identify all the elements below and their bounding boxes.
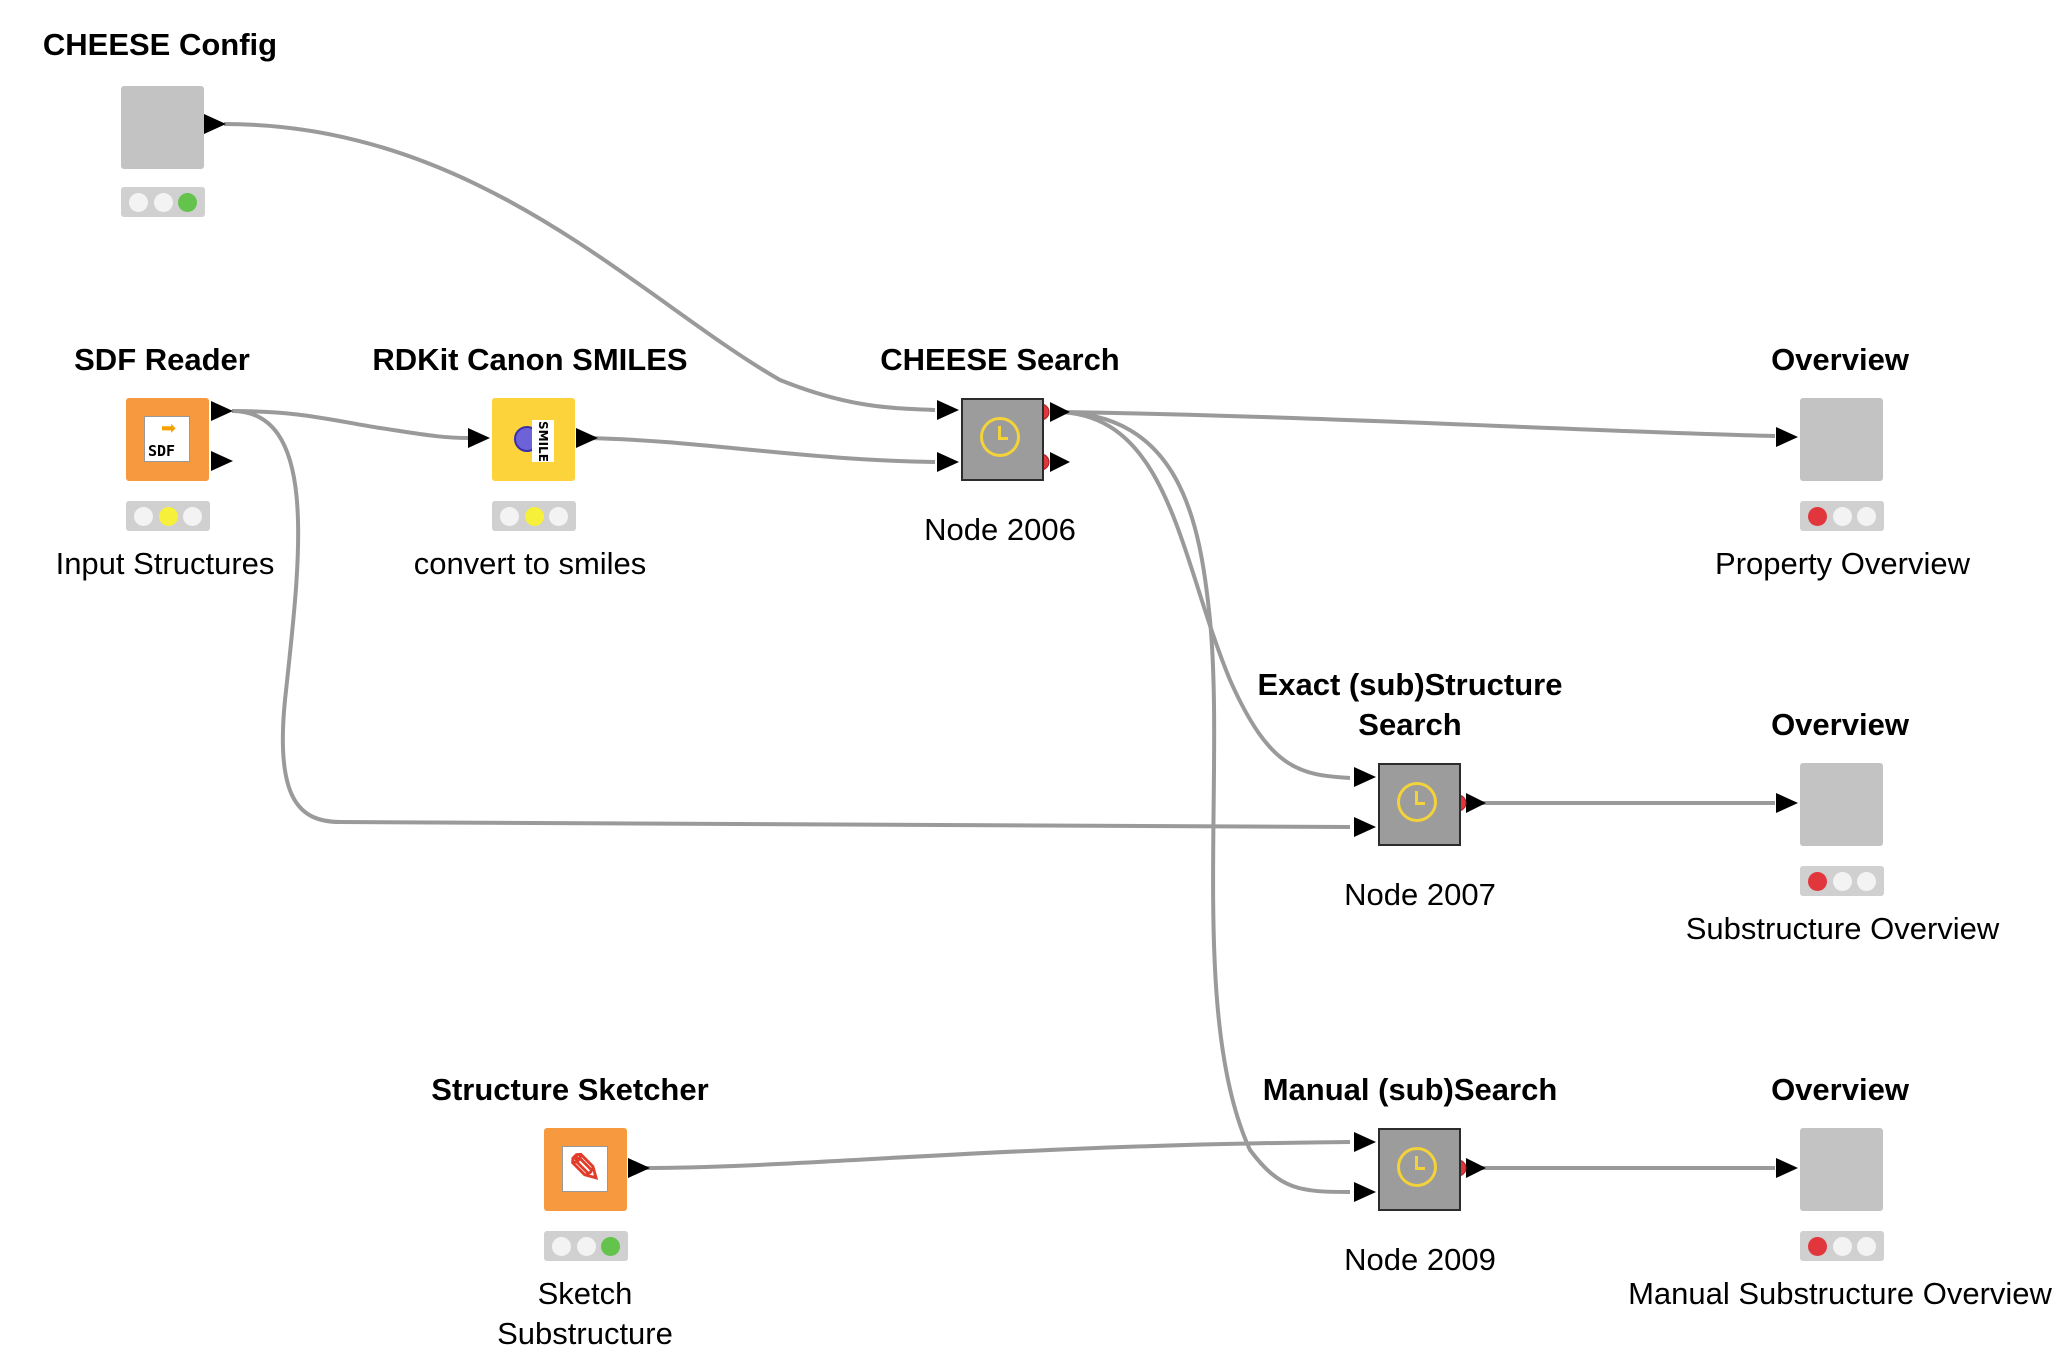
clock-icon <box>980 417 1020 457</box>
status-light <box>577 1237 596 1256</box>
wire-sdf-to-rdkit[interactable] <box>231 409 471 440</box>
node-title-manual-search[interactable]: Manual (sub)Search <box>1262 1072 1558 1107</box>
node-title-exact-line2[interactable]: Search <box>1358 707 1462 742</box>
wire-cheese-to-exact[interactable] <box>1054 410 1351 780</box>
node-title-overview-2[interactable]: Overview <box>1771 707 1909 742</box>
node-overview-1[interactable] <box>1800 398 1883 481</box>
node-caption-sdf-reader[interactable]: Input Structures <box>55 546 275 581</box>
node-caption-rdkit[interactable]: convert to smiles <box>413 546 647 581</box>
wire-config-to-cheese[interactable] <box>223 122 936 412</box>
wire-cheese-to-overview1[interactable] <box>1054 410 1776 438</box>
status-light <box>1833 1237 1852 1256</box>
sketcher-icon: ✎ <box>562 1146 608 1192</box>
wire-cheese-to-manual[interactable] <box>1054 410 1351 1194</box>
status-light <box>1833 507 1852 526</box>
status-light <box>134 507 153 526</box>
wire-sdf-to-exact[interactable] <box>231 409 1351 829</box>
node-caption-exact[interactable]: Node 2007 <box>1344 877 1496 912</box>
node-caption-sketcher-line1[interactable]: Sketch <box>537 1276 633 1311</box>
status-cheese-config <box>121 187 205 217</box>
node-caption-manual[interactable]: Node 2009 <box>1344 1242 1496 1277</box>
status-light-yellow <box>525 507 544 526</box>
node-title-overview-3[interactable]: Overview <box>1771 1072 1909 1107</box>
clock-icon <box>1397 1147 1437 1187</box>
port-sdf-out1[interactable] <box>211 401 233 421</box>
node-title-overview-1[interactable]: Overview <box>1771 342 1909 377</box>
status-light-green <box>601 1237 620 1256</box>
status-light <box>1857 1237 1876 1256</box>
status-light-red <box>1808 1237 1827 1256</box>
status-sdf-reader <box>126 501 210 531</box>
status-light <box>1857 507 1876 526</box>
status-light <box>500 507 519 526</box>
node-caption-overview-2[interactable]: Substructure Overview <box>1685 911 2000 946</box>
port-rdkit-in[interactable] <box>468 428 490 448</box>
wire-sketcher-to-manual[interactable] <box>642 1140 1351 1170</box>
node-title-rdkit[interactable]: RDKit Canon SMILES <box>372 342 688 377</box>
port-rdkit-out[interactable] <box>576 428 598 448</box>
node-sdf-reader[interactable]: ➡SDF <box>126 398 209 481</box>
node-title-exact-line1[interactable]: Exact (sub)Structure <box>1257 667 1563 702</box>
node-title-cheese-search[interactable]: CHEESE Search <box>880 342 1120 377</box>
status-overview-2 <box>1800 866 1884 896</box>
port-manual-out[interactable] <box>1466 1158 1486 1178</box>
port-exact-in1[interactable] <box>1354 767 1376 787</box>
port-cheese-in1[interactable] <box>937 400 959 420</box>
status-light <box>129 193 148 212</box>
metanode-cheese-search[interactable] <box>961 398 1044 481</box>
status-light <box>1857 872 1876 891</box>
port-sdf-out2[interactable] <box>211 451 233 471</box>
node-title-sdf-reader[interactable]: SDF Reader <box>74 342 250 377</box>
status-light <box>549 507 568 526</box>
status-light <box>552 1237 571 1256</box>
status-light <box>154 193 173 212</box>
status-overview-3 <box>1800 1231 1884 1261</box>
node-overview-3[interactable] <box>1800 1128 1883 1211</box>
status-light-green <box>178 193 197 212</box>
node-caption-overview-3[interactable]: Manual Substructure Overview <box>1628 1276 2052 1311</box>
port-overview2-in[interactable] <box>1776 793 1798 813</box>
port-exact-out[interactable] <box>1466 793 1486 813</box>
port-manual-in2[interactable] <box>1354 1182 1376 1202</box>
status-overview-1 <box>1800 501 1884 531</box>
node-title-sketcher[interactable]: Structure Sketcher <box>431 1072 709 1107</box>
port-cheese-in2[interactable] <box>937 452 959 472</box>
node-cheese-config[interactable] <box>121 86 204 169</box>
metanode-exact-search[interactable] <box>1378 763 1461 846</box>
port-overview3-in[interactable] <box>1776 1158 1798 1178</box>
node-caption-overview-1[interactable]: Property Overview <box>1715 546 1970 581</box>
wire-rdkit-to-cheese[interactable] <box>584 436 936 464</box>
metanode-manual-search[interactable] <box>1378 1128 1461 1211</box>
port-exact-in2[interactable] <box>1354 817 1376 837</box>
status-light-yellow <box>159 507 178 526</box>
port-sketcher-out[interactable] <box>628 1158 650 1178</box>
node-overview-2[interactable] <box>1800 763 1883 846</box>
status-light-red <box>1808 872 1827 891</box>
port-config-out[interactable] <box>204 114 226 134</box>
sdf-file-icon: ➡SDF <box>144 416 190 462</box>
status-light-red <box>1808 507 1827 526</box>
node-caption-cheese-search[interactable]: Node 2006 <box>924 512 1076 547</box>
status-light <box>1833 872 1852 891</box>
node-structure-sketcher[interactable]: ✎ <box>544 1128 627 1211</box>
port-manual-in1[interactable] <box>1354 1132 1376 1152</box>
port-cheese-out1[interactable] <box>1050 402 1070 422</box>
port-cheese-out2[interactable] <box>1050 452 1070 472</box>
status-sketcher <box>544 1231 628 1261</box>
port-overview1-in[interactable] <box>1776 427 1798 447</box>
clock-icon <box>1397 782 1437 822</box>
node-title-cheese-config[interactable]: CHEESE Config <box>42 27 278 62</box>
node-caption-sketcher-line2[interactable]: Substructure <box>497 1316 673 1351</box>
smiles-icon: SMILE <box>514 416 554 464</box>
status-light <box>183 507 202 526</box>
node-rdkit-canon-smiles[interactable]: SMILE <box>492 398 575 481</box>
status-rdkit <box>492 501 576 531</box>
